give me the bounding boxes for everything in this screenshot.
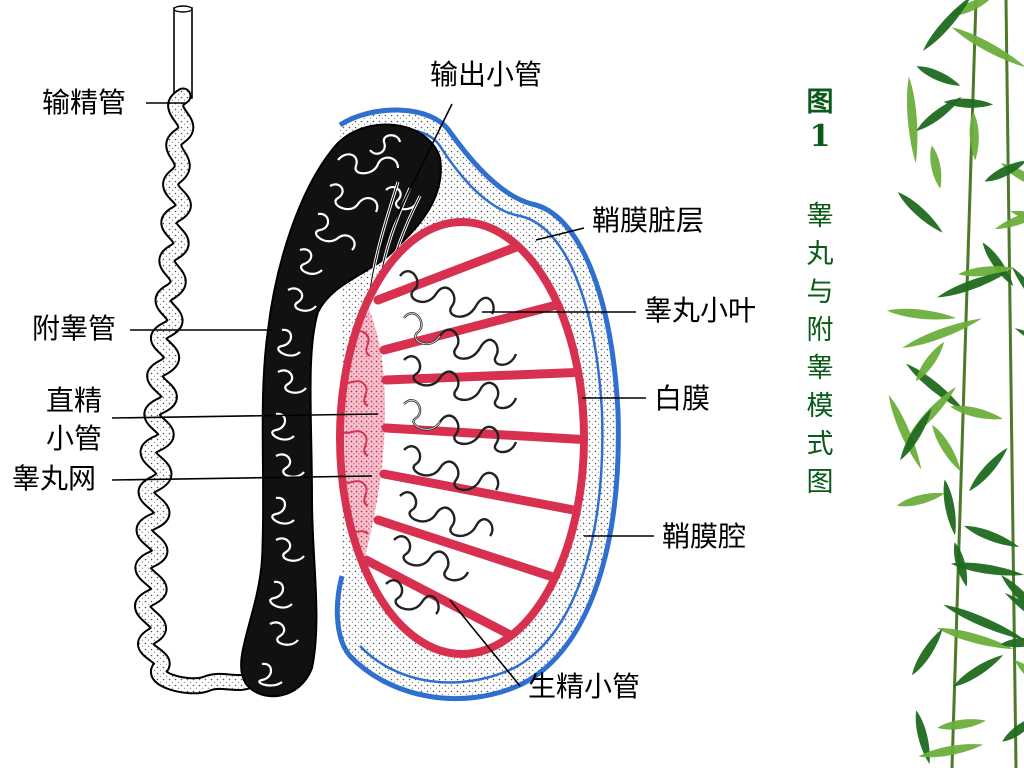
label-testis-lobule: 睾丸小叶 (644, 294, 757, 327)
bamboo-leaf (896, 493, 945, 507)
bamboo-leaf (888, 394, 922, 470)
bamboo-leaf (969, 111, 979, 161)
label-rete-testis: 睾丸网 (12, 462, 97, 495)
bamboo-leaf (915, 341, 945, 382)
caption-figure: 图 (806, 87, 834, 118)
label-epididymis: 附睾管 (32, 312, 117, 345)
epididymis (240, 123, 442, 698)
bamboo-leaf (950, 405, 1003, 420)
label-vaginal-cavity: 鞘膜腔 (662, 520, 747, 553)
bamboo-leaf (943, 479, 956, 536)
bamboo-leaf (937, 719, 986, 730)
bamboo-leaf (950, 562, 1024, 576)
label-efferent-ductules: 输出小管 (430, 58, 543, 91)
bamboo-decoration (886, 0, 1024, 768)
bamboo-leaf (916, 96, 962, 131)
bamboo-leaf (922, 0, 972, 51)
label-seminiferous-tubule: 生精小管 (528, 670, 641, 703)
bamboo-leaf (915, 710, 930, 765)
caption-title: 睾丸与附睾模式图 (806, 201, 834, 498)
bamboo-leaf (936, 628, 1014, 649)
vas-deferens (134, 5, 265, 695)
testis (336, 218, 588, 658)
bamboo-leaf (1014, 328, 1024, 368)
bamboo-leaf (886, 308, 956, 320)
bamboo-leaf (902, 318, 982, 348)
bamboo-leaf (951, 27, 1024, 68)
bamboo-leaf (930, 145, 942, 189)
bamboo-leaf (906, 76, 918, 164)
bamboo-leaf (916, 66, 961, 86)
bamboo-leaf (994, 207, 1024, 230)
bamboo-leaf (900, 408, 932, 461)
caption-number: 1 (809, 119, 831, 154)
bamboo-leaf (952, 654, 1004, 687)
bamboo-leaf (958, 266, 1014, 277)
bamboo-leaf (964, 525, 1020, 547)
bamboo-leaf (937, 271, 1010, 298)
bamboo-leaf (1002, 715, 1024, 742)
bamboo-leaf (1004, 592, 1024, 645)
bamboo-leaf (932, 424, 961, 472)
bamboo-stem (1004, 0, 1018, 768)
leader-lines (111, 102, 654, 687)
bamboo-leaf (969, 447, 1008, 492)
figure-caption: 图 1 睾丸与附睾模式图 (798, 86, 842, 502)
bamboo-leaf (943, 604, 1024, 640)
label-visceral-layer: 鞘膜脏层 (592, 204, 705, 237)
label-vas-deferens: 输精管 (42, 86, 127, 119)
label-tunica-albuginea: 白膜 (654, 382, 711, 415)
label-straight-tubule-line2: 小管 (46, 422, 103, 455)
bamboo-leaf (918, 744, 984, 758)
bamboo-leaf (912, 628, 943, 676)
bamboo-leaf (1000, 637, 1024, 648)
bamboo-leaf (984, 160, 1024, 182)
bamboo-leaf (982, 242, 1014, 287)
bamboo-leaf (897, 191, 943, 233)
label-straight-tubule-line1: 直精 (46, 384, 103, 417)
